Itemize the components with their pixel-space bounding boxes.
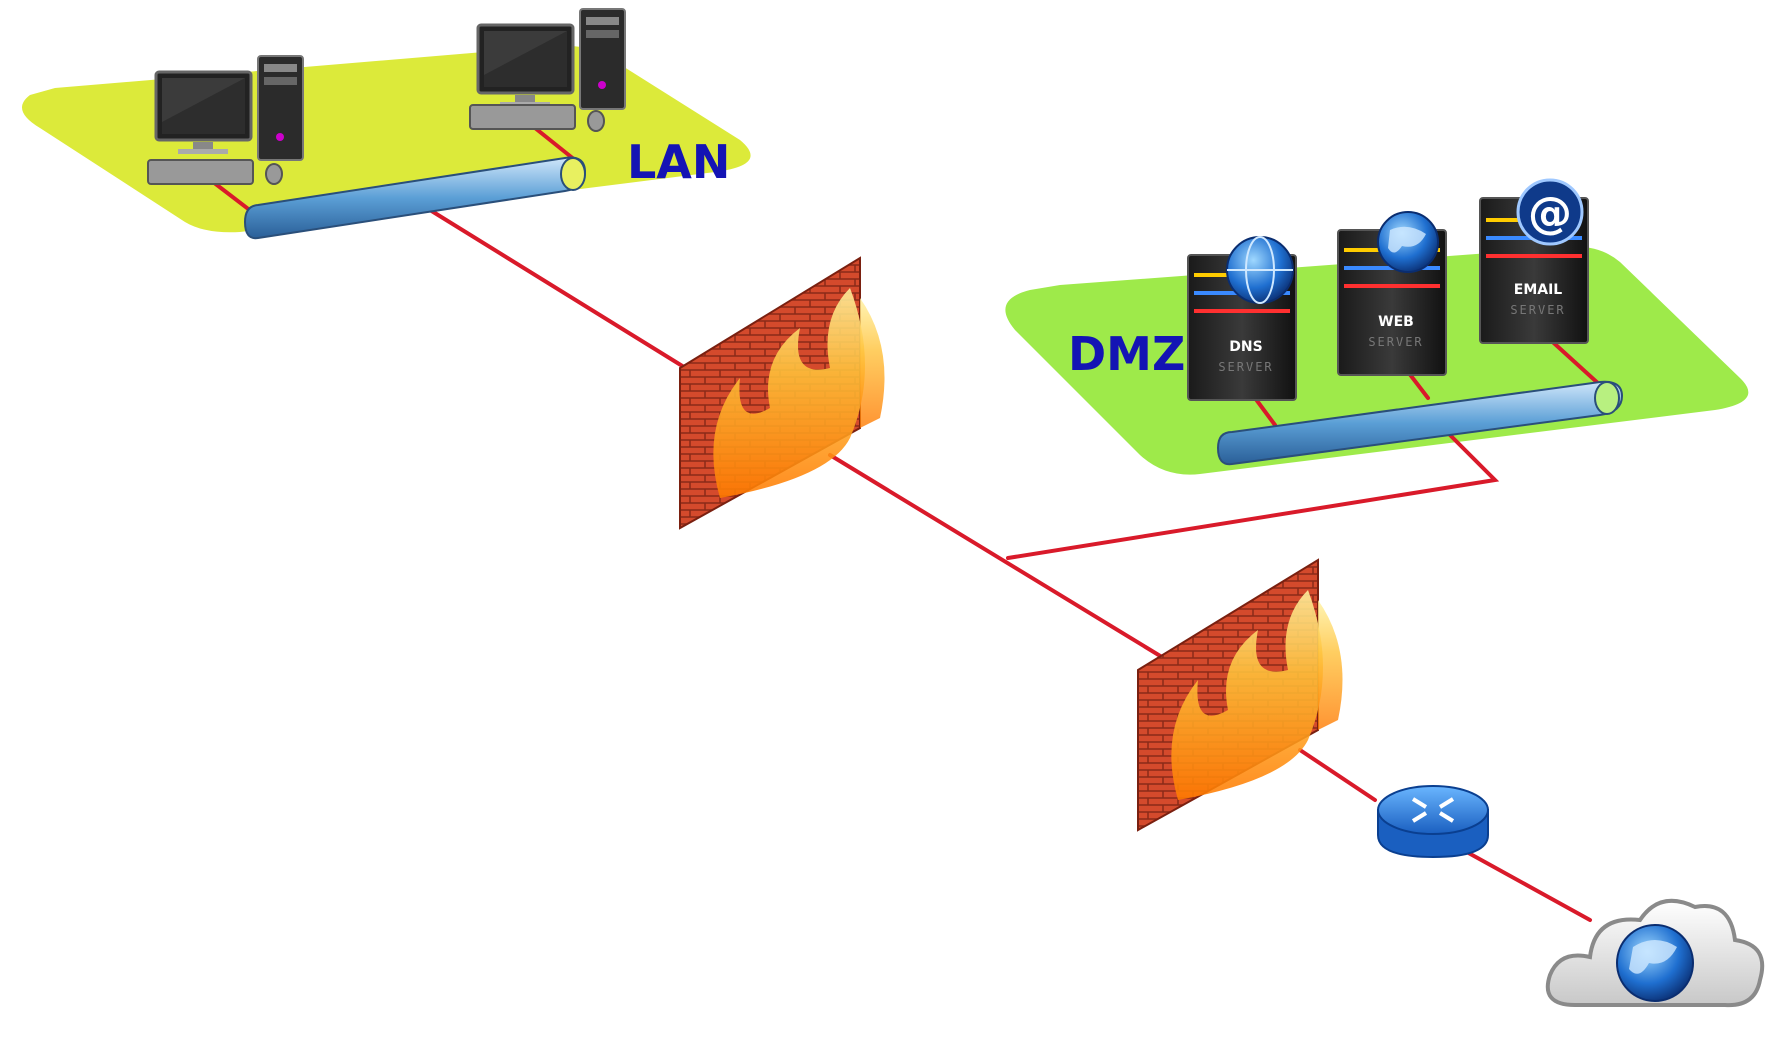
- dmz-bus: [1216, 380, 1624, 466]
- email-server-sublabel: SERVER: [1510, 303, 1565, 317]
- email-server: EMAIL SERVER @: [1479, 178, 1589, 344]
- link-firewall-to-firewall: [828, 453, 1182, 670]
- router-icon: [1377, 785, 1489, 859]
- cloud-icon: [1545, 898, 1765, 1008]
- desktop-computer-icon: [147, 55, 304, 185]
- link-firewall-to-router: [1298, 748, 1377, 802]
- at-icon: @: [1516, 178, 1584, 246]
- firewall-icon: [1137, 558, 1343, 832]
- link-pc2-to-lan-bus: [533, 126, 577, 162]
- lan-bus: [243, 156, 587, 240]
- globe-icon: [1226, 236, 1294, 304]
- link-lan-to-firewall: [428, 208, 707, 382]
- link-dns-to-dmz-bus: [1253, 396, 1277, 427]
- web-server-sublabel: SERVER: [1368, 335, 1423, 349]
- desktop-computer-icon: [469, 8, 626, 132]
- dmz-zone-label: DMZ: [1068, 327, 1185, 381]
- web-server: WEB SERVER: [1337, 211, 1447, 376]
- web-server-label: WEB: [1378, 314, 1414, 330]
- email-server-label: EMAIL: [1514, 282, 1563, 298]
- globe-icon: [1377, 211, 1439, 273]
- globe-icon: [1616, 924, 1694, 1002]
- svg-text:@: @: [1528, 188, 1572, 239]
- firewall-icon: [679, 256, 885, 530]
- link-dmz-to-junction: [1006, 428, 1500, 560]
- dns-server: DNS SERVER: [1187, 236, 1297, 401]
- lan-zone-label: LAN: [627, 135, 730, 189]
- dns-server-sublabel: SERVER: [1218, 360, 1273, 374]
- dns-server-label: DNS: [1229, 339, 1262, 355]
